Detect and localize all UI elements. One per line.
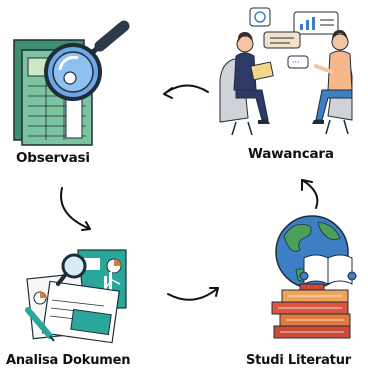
wawancara-illustration: ··· xyxy=(219,7,353,136)
observasi-illustration xyxy=(13,20,130,146)
svg-text:···: ··· xyxy=(292,58,300,67)
step-label-wawancara: Wawancara xyxy=(248,146,334,162)
step-label-observasi: Observasi xyxy=(16,150,90,166)
arrow-studi-to-wawancara xyxy=(301,179,319,209)
analisa-dokumen-illustration xyxy=(25,249,127,344)
studi-literatur-illustration xyxy=(271,215,357,339)
arrow-observasi-to-analisa xyxy=(60,187,91,231)
arrow-wawancara-to-observasi xyxy=(163,84,209,99)
step-label-studi-literatur: Studi Literatur xyxy=(246,353,351,368)
arrow-analisa-to-studi xyxy=(167,287,219,301)
step-label-analisa-dokumen: Analisa Dokumen xyxy=(6,353,131,368)
flow-arrows xyxy=(60,84,319,301)
